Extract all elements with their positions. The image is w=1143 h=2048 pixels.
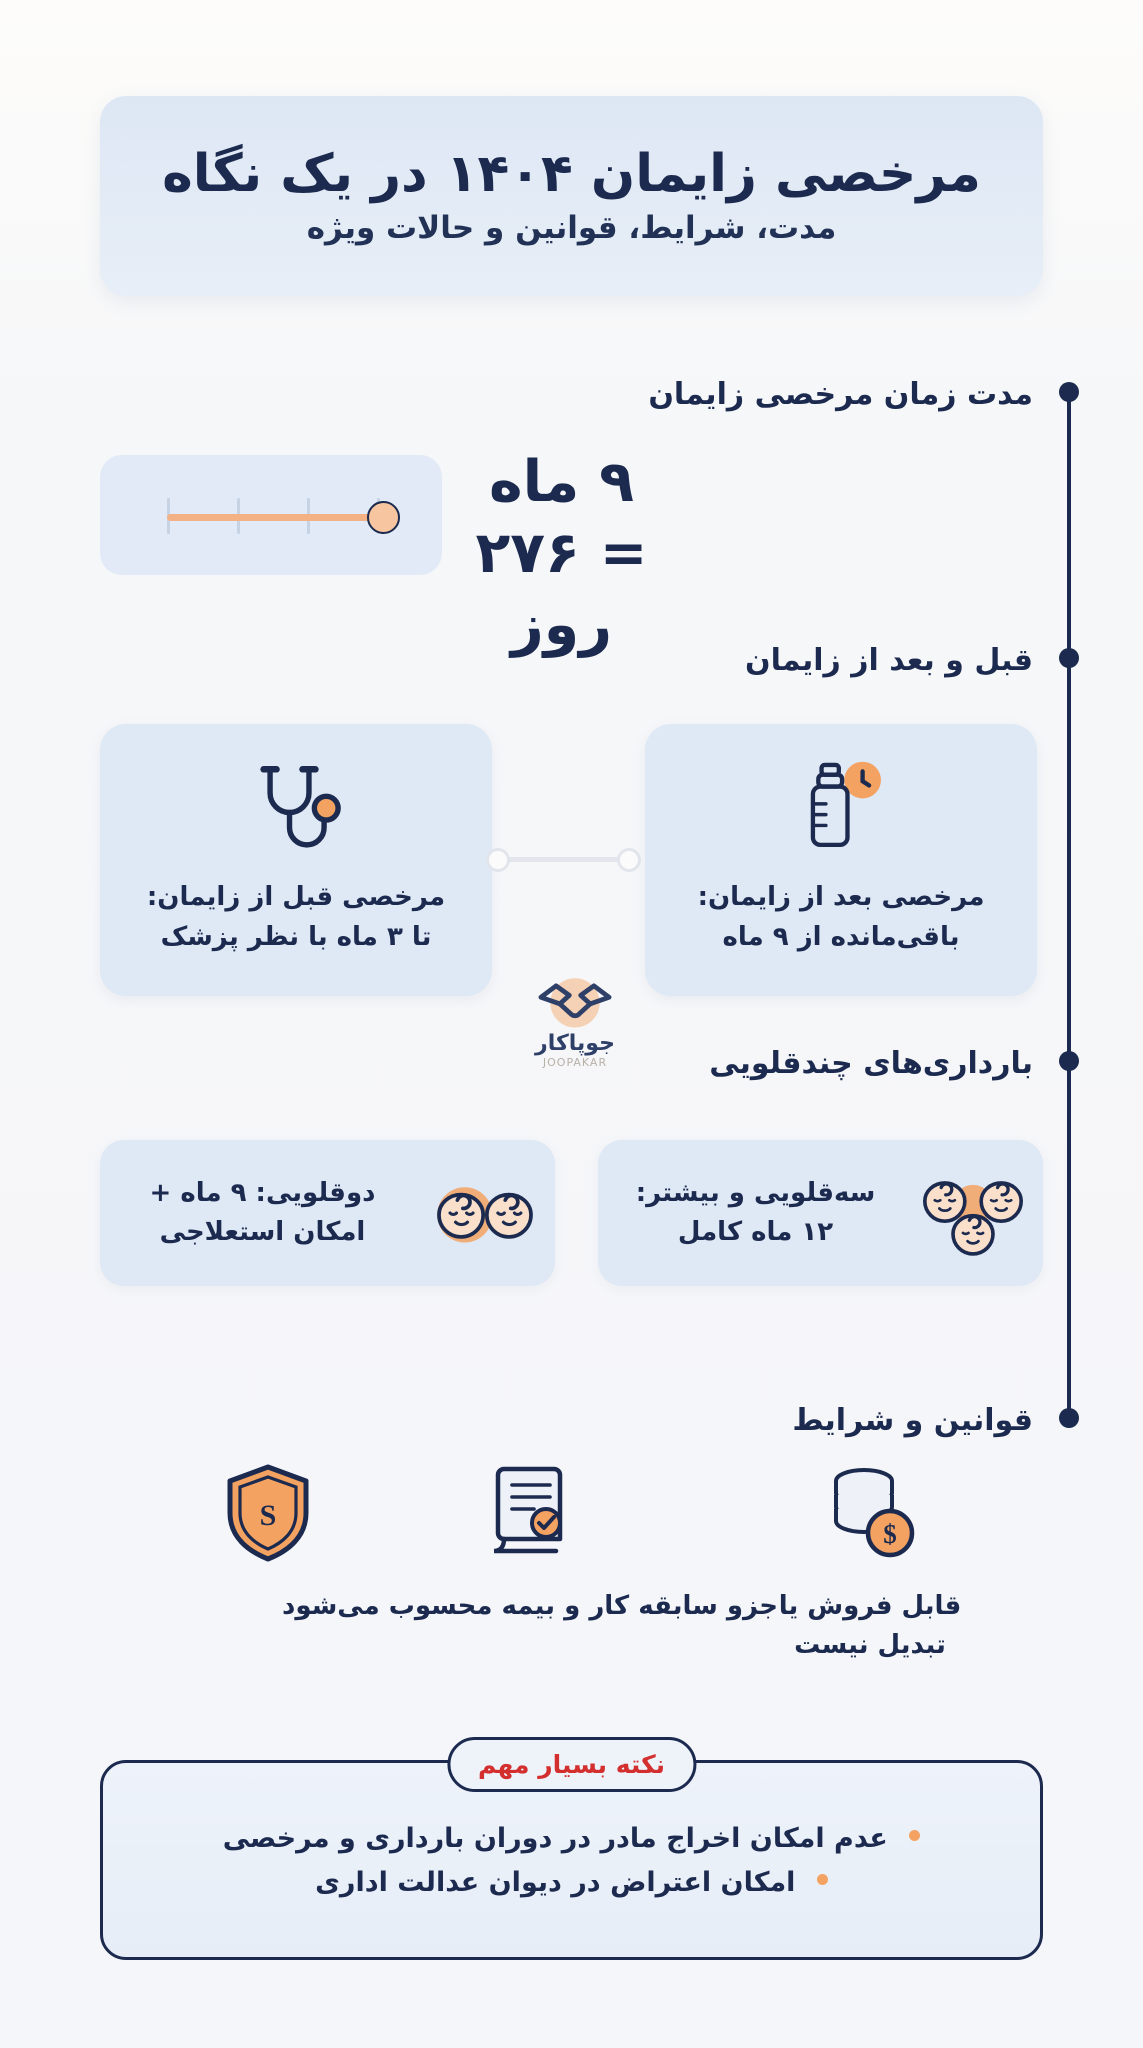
triplet-babies-icon-wrap bbox=[903, 1163, 1043, 1263]
section-heading-before-after: قبل و بعد از زایمان bbox=[745, 643, 1033, 678]
bullet-dot bbox=[909, 1830, 921, 1841]
shield-icon-wrap: S bbox=[118, 1455, 418, 1565]
card-before-birth-text: مرخصی قبل از زایمان:تا ۳ ماه با نظر پزشک bbox=[146, 882, 446, 952]
card-after-birth: مرخصی بعد از زایمان:باقی‌مانده از ۹ ماه bbox=[645, 724, 1037, 996]
card-before-birth: مرخصی قبل از زایمان:تا ۳ ماه با نظر پزشک bbox=[100, 724, 492, 996]
connector-bar bbox=[500, 857, 627, 862]
note-item: عدم امکان اخراج مادر در دوران بارداری و … bbox=[145, 1817, 998, 1861]
slider-card bbox=[100, 455, 442, 575]
brand-tagline: JOOPAKAR bbox=[542, 1056, 608, 1069]
connector-node bbox=[617, 848, 641, 872]
handshake-icon bbox=[538, 978, 612, 1028]
coins-icon-wrap: $ bbox=[720, 1455, 1020, 1565]
slider-knob bbox=[367, 501, 400, 534]
timeline-dot-before-after bbox=[1059, 648, 1079, 668]
important-note-badge: نکته بسیار مهم bbox=[446, 1737, 697, 1792]
certificate-icon-wrap bbox=[380, 1455, 680, 1565]
timeline-spine bbox=[1067, 388, 1071, 1418]
important-note-list: عدم امکان اخراج مادر در دوران بارداری و … bbox=[103, 1817, 1040, 1904]
brand-name: جوپاکار bbox=[535, 1031, 615, 1056]
rule-certificate: جزو سابقه کار و بیمه محسوب می‌شود bbox=[282, 1455, 778, 1626]
coins-dollar-icon: $ bbox=[834, 1468, 915, 1558]
note-item-text: عدم امکان اخراج مادر در دوران بارداری و … bbox=[222, 1823, 888, 1854]
note-item-text: امکان اعتراض در دیوان عدالت اداری bbox=[315, 1866, 796, 1898]
baby-bottle-clock-icon bbox=[810, 761, 881, 848]
page-subtitle: مدت، شرایط، قوانین و حالات ویژه bbox=[306, 210, 837, 247]
card-after-birth-text: مرخصی بعد از زایمان:باقی‌مانده از ۹ ماه bbox=[697, 882, 985, 952]
shield-dollar-icon: S bbox=[227, 1464, 309, 1562]
bullet-dot bbox=[816, 1873, 828, 1885]
rule-shield: S bbox=[118, 1455, 418, 1587]
slider-icon bbox=[145, 484, 400, 546]
duration-value: ۹ ماه = ۲۷۶ روز bbox=[475, 449, 648, 658]
section-heading-duration: مدت زمان مرخصی زایمان bbox=[648, 377, 1033, 412]
card-triplets: سه‌قلویی و بیشتر:۱۲ ماه کامل bbox=[598, 1140, 1043, 1286]
important-note-box: نکته بسیار مهم عدم امکان اخراج مادر در د… bbox=[100, 1737, 1043, 1960]
slider-track bbox=[167, 514, 397, 521]
timeline-dot-rules bbox=[1059, 1408, 1079, 1428]
rule-certificate-text: جزو سابقه کار و بیمه محسوب می‌شود bbox=[282, 1591, 778, 1621]
twin-babies-icon bbox=[437, 1187, 533, 1243]
connector-node bbox=[486, 848, 510, 872]
card-twins: دوقلویی: ۹ ماه +امکان استعلاجی bbox=[100, 1140, 555, 1286]
card-triplets-text: سه‌قلویی و بیشتر:۱۲ ماه کامل bbox=[635, 1178, 876, 1247]
svg-text:S: S bbox=[260, 1499, 277, 1532]
card-twins-text: دوقلویی: ۹ ماه +امکان استعلاجی bbox=[149, 1178, 376, 1247]
header-card: مرخصی زایمان ۱۴۰۴ در یک نگاه مدت، شرایط،… bbox=[100, 96, 1043, 296]
certificate-check-icon bbox=[493, 1466, 563, 1554]
note-item: امکان اعتراض در دیوان عدالت اداری bbox=[145, 1861, 998, 1905]
timeline-dot-multiples bbox=[1059, 1051, 1079, 1071]
twin-babies-icon-wrap bbox=[415, 1167, 555, 1259]
triplet-babies-icon bbox=[922, 1181, 1024, 1256]
card-connector bbox=[486, 848, 641, 872]
page-title: مرخصی زایمان ۱۴۰۴ در یک نگاه bbox=[162, 143, 981, 204]
brand-watermark: جوپاکار JOOPAKAR bbox=[515, 965, 635, 1085]
section-heading-multiples: بارداری‌های چندقلویی bbox=[709, 1046, 1033, 1081]
timeline-dot-duration bbox=[1059, 382, 1079, 402]
stethoscope-icon bbox=[260, 766, 341, 848]
section-heading-rules: قوانین و شرایط bbox=[792, 1403, 1033, 1438]
svg-text:$: $ bbox=[883, 1519, 897, 1549]
